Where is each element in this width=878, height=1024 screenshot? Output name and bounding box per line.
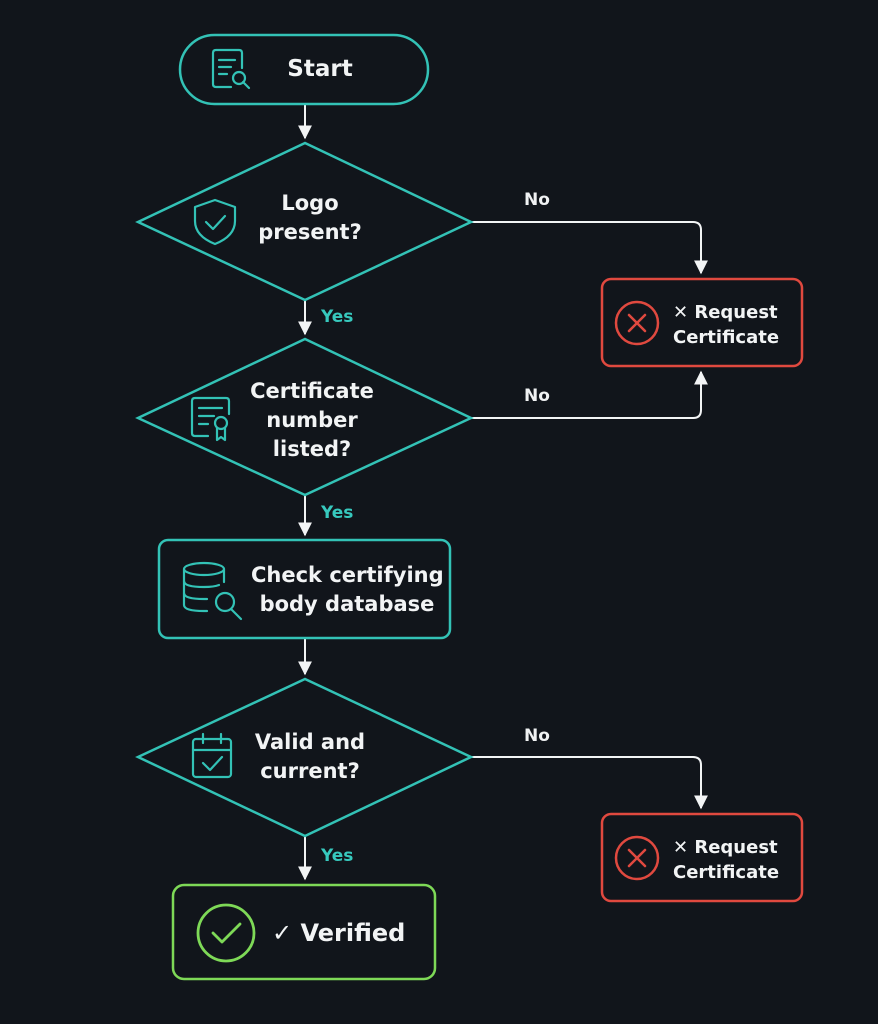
request-certificate-bottom-label: ✕ Request Certificate	[673, 835, 779, 885]
database-process-line-2: body database	[259, 592, 435, 616]
request-certificate-bottom-line-1: ✕ Request	[673, 837, 778, 858]
connectors	[298, 104, 708, 881]
database-search-icon	[182, 561, 243, 621]
check-circle-icon	[196, 903, 256, 963]
validity-decision-node	[135, 677, 474, 838]
request-certificate-top-label: ✕ Request Certificate	[673, 300, 779, 350]
yes-label-logo: Yes	[321, 307, 354, 327]
validity-decision-line-2: current?	[260, 759, 360, 783]
database-process-line-1: Check certifying	[251, 563, 444, 587]
yes-label-certificate: Yes	[321, 503, 354, 523]
certificate-decision-line-1: Certificate	[250, 379, 374, 403]
document-search-icon	[211, 48, 251, 90]
certificate-decision-line-2: number	[266, 408, 358, 432]
edge-logo-no	[471, 221, 708, 275]
x-circle-icon	[614, 835, 660, 881]
logo-decision-line-2: present?	[258, 220, 362, 244]
start-node	[178, 33, 430, 106]
validity-decision-line-1: Valid and	[254, 730, 366, 754]
x-circle-icon	[614, 300, 660, 346]
request-certificate-bottom-node	[600, 812, 804, 903]
certificate-decision-label: Certificate number listed?	[232, 377, 392, 464]
certificate-decision-line-3: listed?	[272, 437, 352, 461]
yes-label-validity: Yes	[321, 846, 354, 866]
certificate-decision-node	[135, 337, 474, 497]
database-process-label: Check certifying body database	[251, 561, 444, 619]
certificate-icon	[190, 396, 231, 442]
request-certificate-top-line-2: Certificate	[673, 327, 780, 348]
request-certificate-bottom-line-2: Certificate	[673, 862, 780, 883]
validity-decision-label: Valid and current?	[240, 728, 380, 786]
verified-label: ✓ Verified	[272, 919, 406, 947]
calendar-check-icon	[191, 732, 233, 779]
logo-decision-line-1: Logo	[281, 191, 339, 215]
logo-decision-node	[135, 141, 474, 302]
start-label: Start	[287, 56, 353, 82]
verified-node	[171, 883, 437, 981]
edge-validity-no	[471, 756, 708, 810]
request-certificate-top-node	[600, 277, 804, 368]
edge-certificate-no	[471, 370, 708, 419]
no-label-validity: No	[524, 726, 550, 746]
logo-decision-label: Logo present?	[235, 189, 385, 247]
request-certificate-top-line-1: ✕ Request	[673, 302, 778, 323]
database-process-node	[157, 538, 452, 640]
no-label-certificate: No	[524, 386, 550, 406]
no-label-logo: No	[524, 190, 550, 210]
shield-check-icon	[193, 198, 237, 246]
